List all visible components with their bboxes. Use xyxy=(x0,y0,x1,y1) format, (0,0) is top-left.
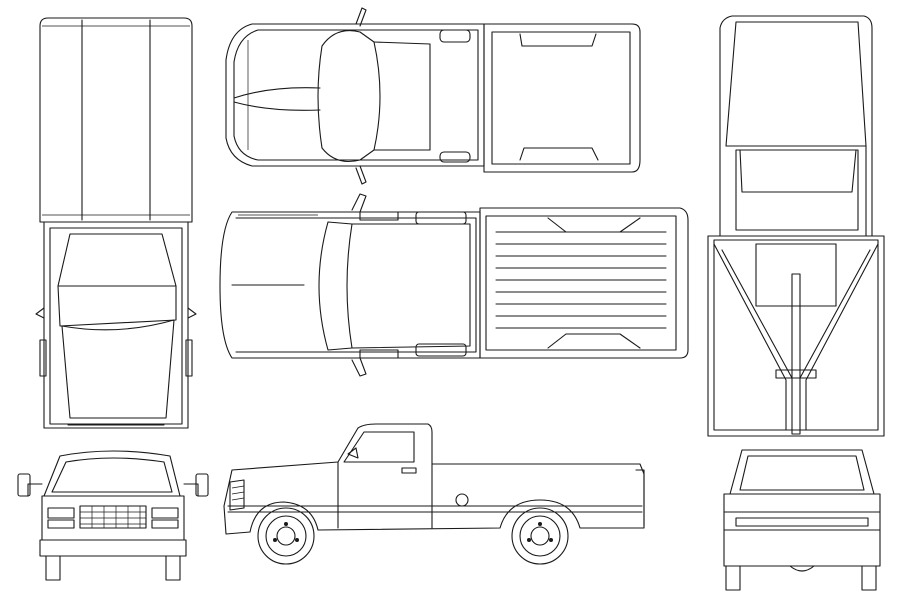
truck-top-view-plan xyxy=(219,193,689,377)
truck-front-view xyxy=(17,450,209,581)
truck-top-view-cutaway xyxy=(225,7,641,185)
truck-side-view xyxy=(223,423,645,565)
front-wheel xyxy=(257,507,315,565)
truck-top-view-cap xyxy=(35,17,197,429)
truck-underside-view xyxy=(707,15,885,437)
rear-wheel xyxy=(511,507,569,565)
truck-rear-view xyxy=(723,449,881,591)
